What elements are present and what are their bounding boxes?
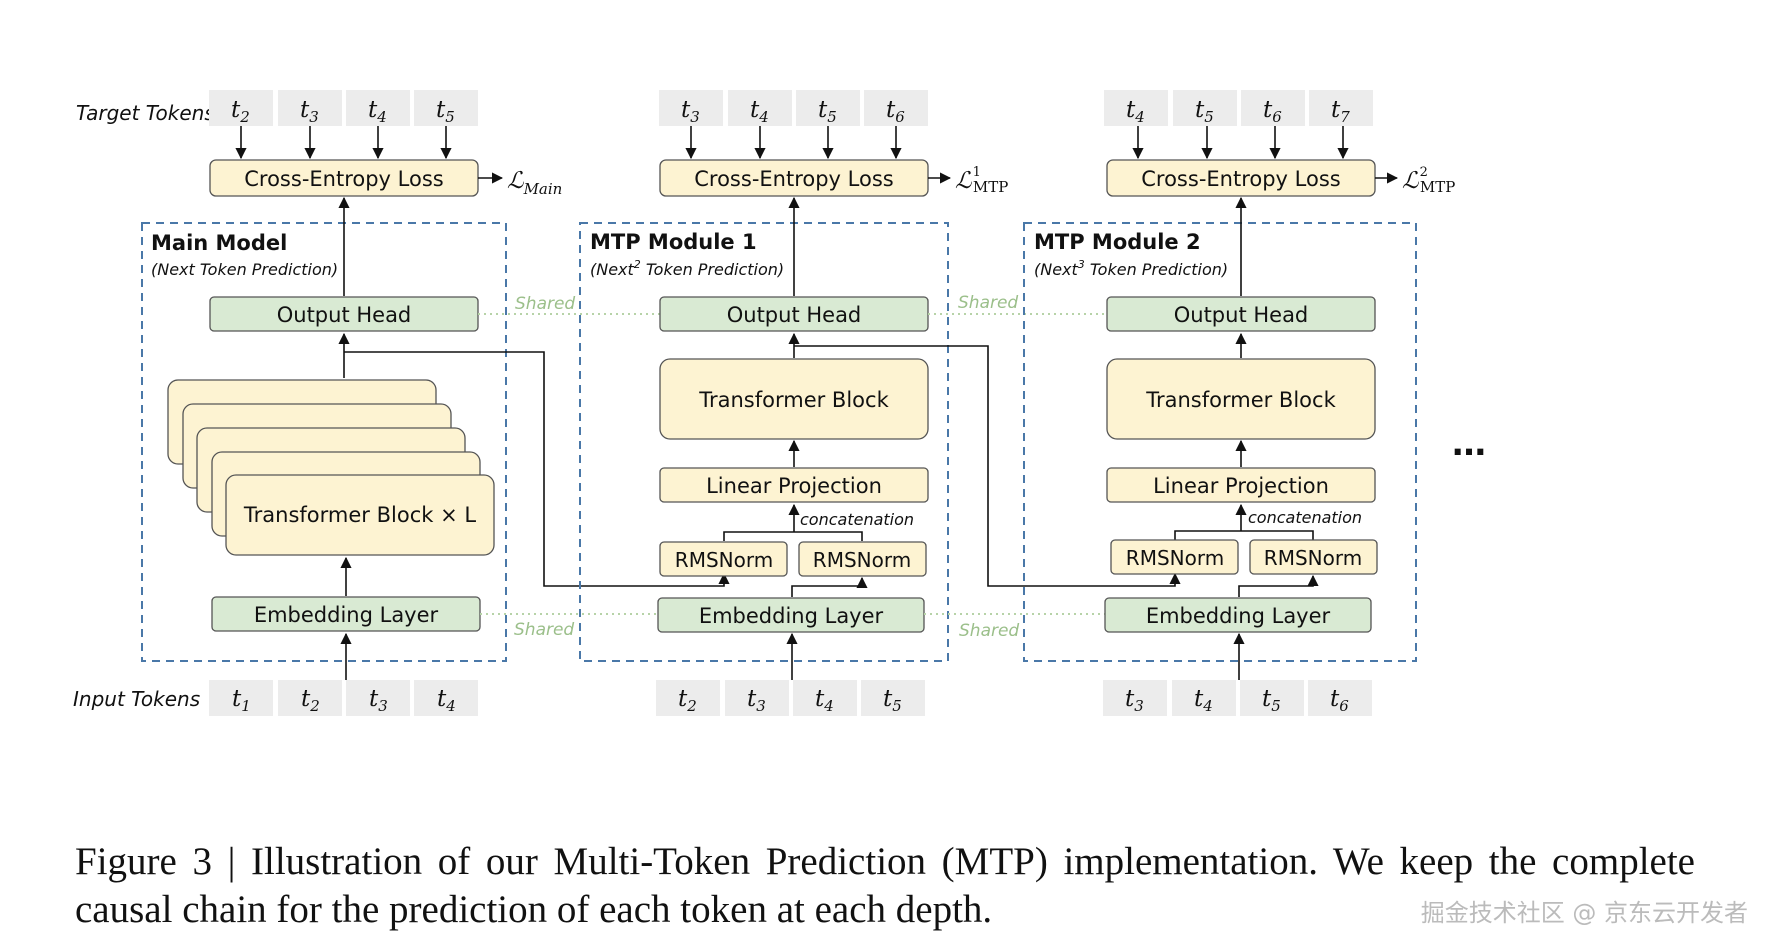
target-token: t6 xyxy=(1263,97,1282,126)
linear-projection-label: Linear Projection xyxy=(706,474,882,498)
input-token: t3 xyxy=(1125,686,1144,715)
input-token: t6 xyxy=(1330,686,1349,715)
input-token: t4 xyxy=(437,686,456,715)
main-loss-symbol: ℒMain xyxy=(507,168,562,198)
figure-caption: Figure 3 | Illustration of our Multi-Tok… xyxy=(75,840,1695,931)
target-token: t3 xyxy=(300,97,319,126)
output-head-label: Output Head xyxy=(1174,303,1309,327)
rmsnorm-label: RMSNorm xyxy=(675,548,773,572)
transformer-block-label: Transformer Block xyxy=(698,388,889,412)
ellipsis-icon: … xyxy=(1452,424,1486,464)
rmsnorm-box xyxy=(1249,539,1378,575)
input-token: t5 xyxy=(883,686,902,715)
input-token: t3 xyxy=(747,686,766,715)
target-token: t4 xyxy=(368,97,387,126)
embedding-layer-label: Embedding Layer xyxy=(699,604,884,628)
mtp2-target-tokens: t4 t5 t6 t7 xyxy=(1104,90,1373,126)
mtp2-title: MTP Module 2 xyxy=(1034,230,1201,254)
mtp1-to-mtp2-connector xyxy=(794,345,1181,587)
input-token: t3 xyxy=(369,686,388,715)
main-model-subtitle: (Next Token Prediction) xyxy=(151,260,338,279)
linear-projection-label: Linear Projection xyxy=(1153,474,1329,498)
main-model-frame xyxy=(141,222,507,662)
rmsnorm-label: RMSNorm xyxy=(1126,546,1224,570)
concatenation-label: concatenation xyxy=(800,510,914,529)
input-tokens-label: Input Tokens xyxy=(73,687,200,711)
embedding-layer-label: Embedding Layer xyxy=(1146,604,1331,628)
mtp1-target-tokens: t3 t4 t5 t6 xyxy=(659,90,928,126)
target-token: t4 xyxy=(750,97,769,126)
rmsnorm-box xyxy=(659,541,788,577)
input-token: t2 xyxy=(301,686,320,715)
transformer-block-xl-label: Transformer Block × L xyxy=(243,503,476,527)
input-token: t4 xyxy=(1194,686,1213,715)
rmsnorm-label: RMSNorm xyxy=(813,548,911,572)
main-model-title: Main Model xyxy=(151,231,287,255)
main-input-tokens: t1 t2 t3 t4 xyxy=(209,680,478,716)
target-token: t6 xyxy=(886,97,905,126)
cross-entropy-loss-label: Cross-Entropy Loss xyxy=(1141,167,1340,191)
mtp1-frame xyxy=(579,222,949,662)
output-head-box xyxy=(1106,296,1376,332)
shared-label: Shared xyxy=(959,621,1019,641)
rmsnorm-box xyxy=(1110,539,1239,575)
mtp-diagram: Target Tokens Input Tokens t2 t3 t4 t5 C… xyxy=(73,90,1486,716)
target-token: t4 xyxy=(1126,97,1145,126)
rmsnorm-box xyxy=(798,541,927,577)
main-target-tokens: t2 t3 t4 t5 xyxy=(209,90,478,126)
target-token: t7 xyxy=(1331,97,1350,126)
target-token: t3 xyxy=(681,97,700,126)
shared-label: Shared xyxy=(514,620,574,640)
cross-entropy-loss-label: Cross-Entropy Loss xyxy=(694,167,893,191)
mtp2-input-tokens: t3 t4 t5 t6 xyxy=(1103,680,1372,716)
transformer-block-box xyxy=(659,358,929,440)
mtp1-subtitle: (Next2 Token Prediction) xyxy=(590,258,784,279)
embedding-layer-label: Embedding Layer xyxy=(254,603,439,627)
shared-label: Shared xyxy=(958,293,1018,313)
output-head-label: Output Head xyxy=(727,303,862,327)
target-token: t2 xyxy=(231,97,250,126)
linear-projection-box xyxy=(659,467,929,503)
target-tokens-label: Target Tokens xyxy=(76,101,215,125)
target-token: t5 xyxy=(436,97,455,126)
rmsnorm-label: RMSNorm xyxy=(1264,546,1362,570)
linear-projection-box xyxy=(1106,467,1376,503)
mtp1-input-tokens: t2 t3 t4 t5 xyxy=(656,680,925,716)
input-token: t1 xyxy=(232,686,251,715)
transformer-block-box xyxy=(1106,358,1376,440)
output-head-label: Output Head xyxy=(277,303,412,327)
cross-entropy-loss-label: Cross-Entropy Loss xyxy=(244,167,443,191)
main-model: t2 t3 t4 t5 Cross-Entropy Loss ℒMain Mai… xyxy=(141,90,562,716)
input-token: t2 xyxy=(678,686,697,715)
mtp1-title: MTP Module 1 xyxy=(590,230,757,254)
mtp2-subtitle: (Next3 Token Prediction) xyxy=(1034,258,1228,279)
transformer-block-label: Transformer Block xyxy=(1145,388,1336,412)
main-to-mtp1-connector xyxy=(344,351,730,587)
shared-label: Shared xyxy=(515,294,575,314)
embedding-layer-box xyxy=(1104,597,1372,633)
target-token: t5 xyxy=(1195,97,1214,126)
input-token: t5 xyxy=(1262,686,1281,715)
watermark: 掘金技术社区 @ 京东云开发者 xyxy=(1420,899,1748,927)
mtp2-frame xyxy=(1023,222,1417,662)
input-token: t4 xyxy=(815,686,834,715)
transformer-block-stack: Transformer Block × L xyxy=(167,379,495,556)
target-token: t5 xyxy=(818,97,837,126)
concatenation-label: concatenation xyxy=(1248,508,1362,527)
